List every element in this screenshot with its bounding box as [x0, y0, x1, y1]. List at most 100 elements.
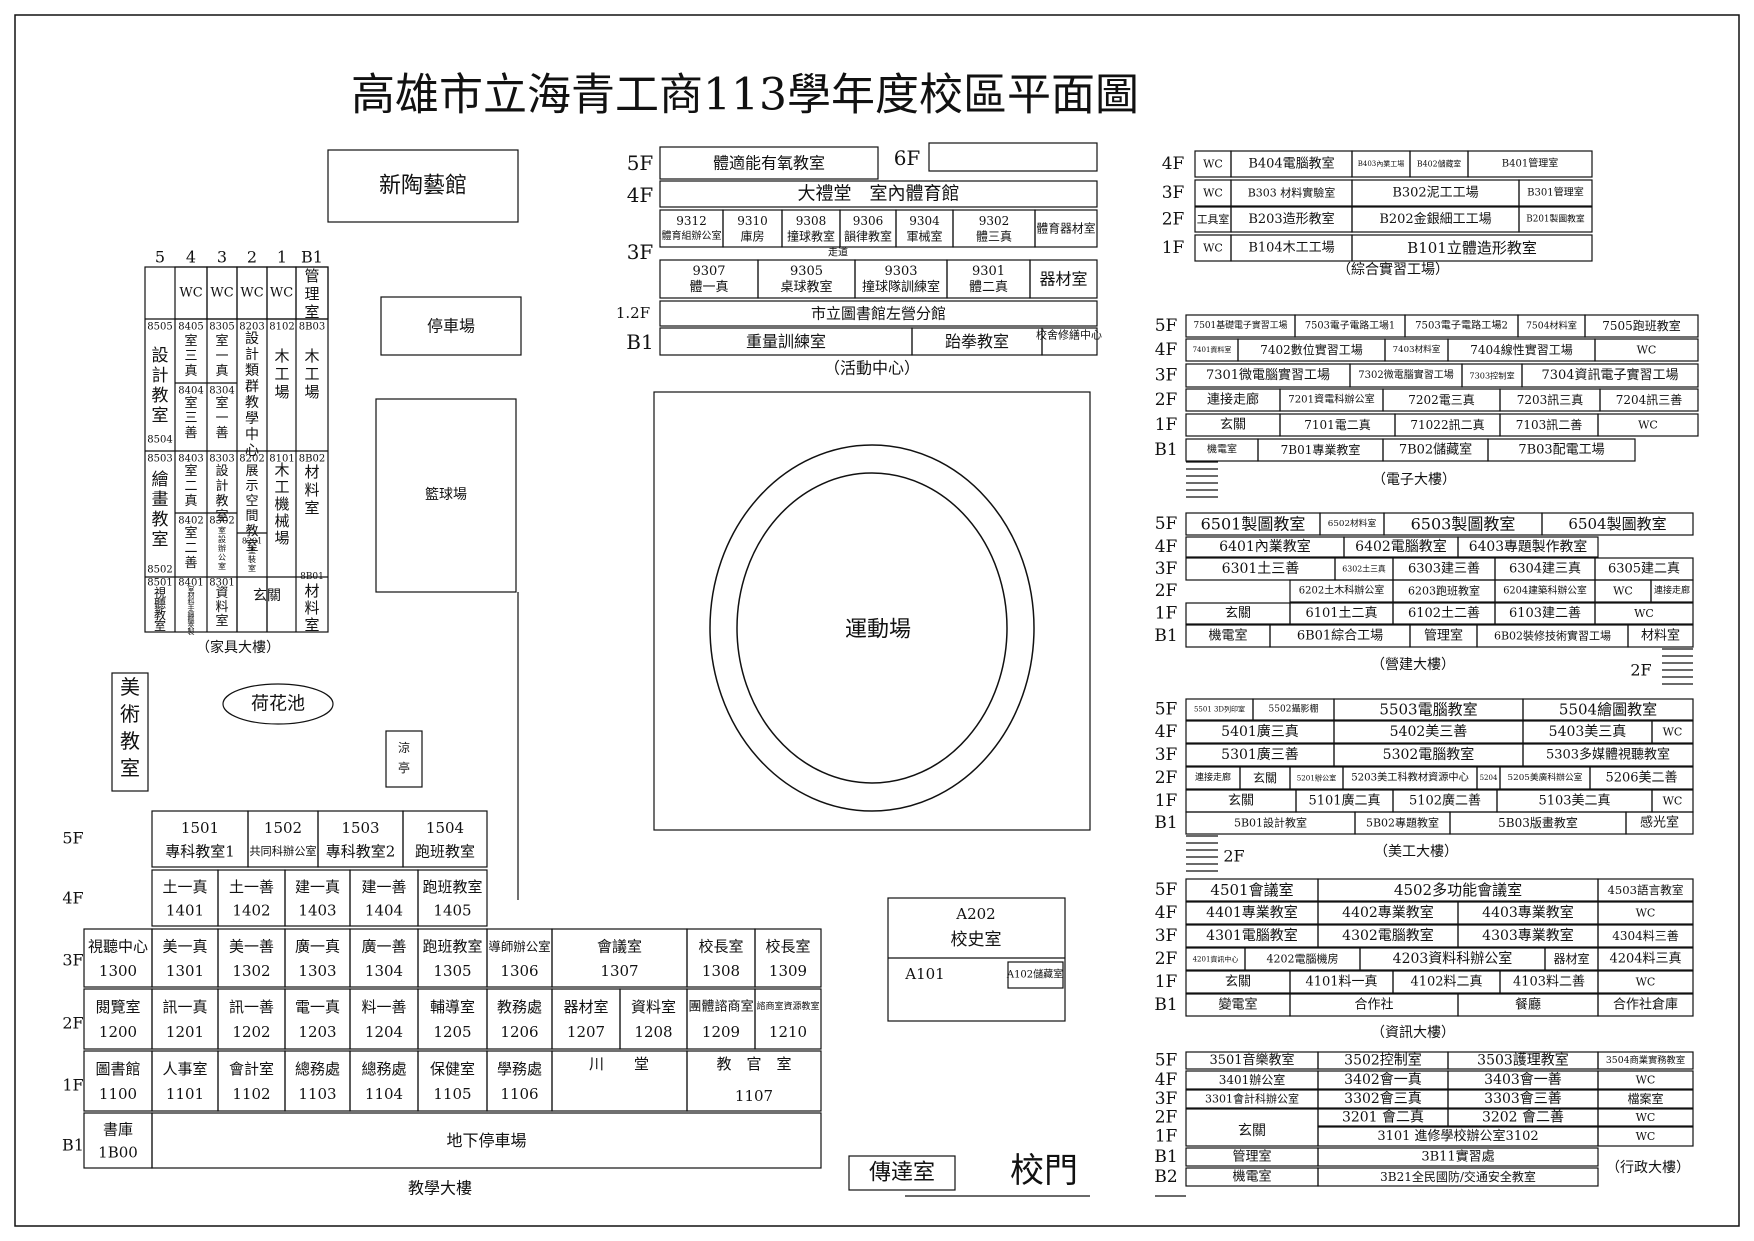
room-label: 體育組辦公室 [661, 229, 721, 242]
floor-label: 6F [894, 146, 921, 170]
room-label: 1308 [702, 962, 740, 980]
room-number: 8401 [178, 578, 203, 589]
floor-label: 2F [1155, 390, 1178, 410]
room-number: 土一善 [229, 878, 274, 896]
floor-label: B1 [1154, 626, 1177, 646]
room-number: 9305 [790, 264, 823, 279]
room-label: 1210 [769, 1023, 807, 1041]
electronics-room: 7101電二真 [1304, 418, 1371, 432]
room-number: 輔導室 [430, 998, 475, 1016]
room-label: 資料室 [215, 586, 228, 629]
arts-room-box [1522, 698, 1694, 721]
electronics-room: 7404線性實習工場 [1470, 342, 1573, 357]
building-caption: （營建大樓） [1371, 657, 1455, 673]
room-label: 1402 [232, 901, 270, 919]
room-number: 8502 [147, 565, 172, 576]
info-room-box [1597, 947, 1694, 971]
room-label: 木工機械場 [274, 461, 289, 547]
info-room: 4302電腦教室 [1342, 927, 1434, 944]
room-label: 專科教室1 [165, 842, 235, 860]
info-room: 4102料二真 [1410, 975, 1482, 990]
floor-label: 3F [1162, 183, 1185, 203]
room-label: 1103 [298, 1085, 336, 1103]
practice-room: B402儲藏室 [1417, 159, 1461, 169]
electronics-room: 7504材料室 [1526, 320, 1577, 332]
construction-room: 6403專題製作教室 [1469, 538, 1588, 555]
arts-room: 5102廣二善 [1409, 793, 1481, 809]
building-caption: （美工大樓） [1374, 844, 1458, 860]
info-room: 4304料三善 [1612, 928, 1679, 943]
lobby-label: 玄關 [1238, 1122, 1266, 1139]
track-inner [736, 472, 1008, 784]
lobby-label: 玄關 [253, 587, 281, 604]
room-label: 體二真 [969, 280, 1008, 295]
building-caption: （綜合實習工場） [1337, 261, 1449, 278]
floor-label: 1F [62, 1076, 83, 1095]
room-label: 室二善 [184, 525, 197, 571]
room-number: 電一真 [295, 998, 340, 1016]
electronics-room: 7301微電腦實習工場 [1206, 367, 1330, 383]
electronics-room: WC [1638, 419, 1658, 432]
floor-label: 4F [62, 889, 83, 908]
electronics-room: 7503電子電路工場1 [1305, 319, 1395, 332]
room-number: 導師辦公室 [488, 939, 550, 954]
room-number: 廣一真 [295, 937, 340, 955]
history-building-outline [887, 897, 1066, 1022]
wc-label: WC [270, 286, 293, 301]
arts-room: 5203美工科教材資源中心 [1351, 771, 1469, 784]
room-label: 1200 [99, 1023, 137, 1041]
ceramics-hall-label: 新陶藝館 [379, 174, 467, 199]
construction-room: 6101土二真 [1305, 606, 1377, 621]
room-label: 1404 [365, 901, 403, 919]
room-number: 教務處 [497, 998, 542, 1016]
info-room: 餐廳 [1515, 997, 1541, 1013]
info-room: 4402專業教室 [1342, 904, 1434, 921]
equipment-room: 器材室 [1039, 270, 1087, 289]
info-room: WC [1636, 907, 1656, 920]
room-label: 撞球隊訓練室 [862, 279, 940, 295]
construction-room: 材料室 [1641, 628, 1680, 644]
storage-label: A102儲藏室 [1006, 968, 1063, 981]
room-number: 保健室 [430, 1060, 475, 1078]
room-label: 1405 [433, 901, 471, 919]
practice-room: B101立體造形教室 [1407, 239, 1537, 257]
room-number: 諮商室資源教室 [756, 1000, 819, 1012]
school-gate-label: 校門 [1010, 1151, 1078, 1191]
room-number: 8304 [209, 386, 234, 397]
military-office-label: 教 官 室 [716, 1055, 791, 1073]
guard-room-box [848, 1155, 956, 1191]
room-number: A202 [955, 905, 995, 923]
practice-room: B404電腦教室 [1248, 156, 1334, 172]
construction-room: 6103建二善 [1509, 605, 1581, 621]
construction-room: 連接走廊 [1654, 584, 1690, 596]
arts-room: 5103美二真 [1538, 794, 1610, 809]
arts-room: 5301廣三善 [1221, 746, 1299, 763]
weight-room: 重量訓練室 [746, 332, 826, 351]
room-number: 8501 [147, 578, 172, 589]
room-number: 8404 [178, 386, 203, 397]
room-label: 體三真 [976, 230, 1012, 244]
practice-room: 工具室 [1197, 212, 1230, 226]
room-label: 木工場 [274, 347, 289, 401]
room-label: 庫房 [740, 229, 764, 244]
info-room: 4103料二善 [1513, 974, 1585, 990]
electronics-room: 7402數位實習工場 [1260, 342, 1363, 357]
electronics-room: 7503電子電路工場2 [1415, 319, 1508, 332]
room-label: 1300 [99, 962, 137, 980]
arts-room: 5201辦公室 [1297, 774, 1337, 783]
floor-label: 3F [1155, 926, 1178, 946]
guard-room-label: 傳達室 [869, 1161, 935, 1186]
room-number: 視聽中心 [88, 937, 148, 955]
history-room-label: 校史室 [951, 930, 1002, 950]
construction-room: 機電室 [1208, 628, 1247, 644]
floor-label: 2F [1155, 949, 1178, 969]
construction-room: 6402電腦教室 [1355, 538, 1447, 555]
room-number: 圖書館 [95, 1060, 140, 1078]
room-label: 室二真 [184, 463, 197, 509]
construction-room: 6503製圖教室 [1411, 515, 1516, 534]
sports-field-box [653, 391, 1091, 831]
info-room-box [1597, 993, 1694, 1017]
practice-room: WC [1203, 158, 1223, 171]
admin-room: 3202 會二善 [1482, 1110, 1564, 1126]
admin-room: 3403會一善 [1484, 1072, 1562, 1088]
